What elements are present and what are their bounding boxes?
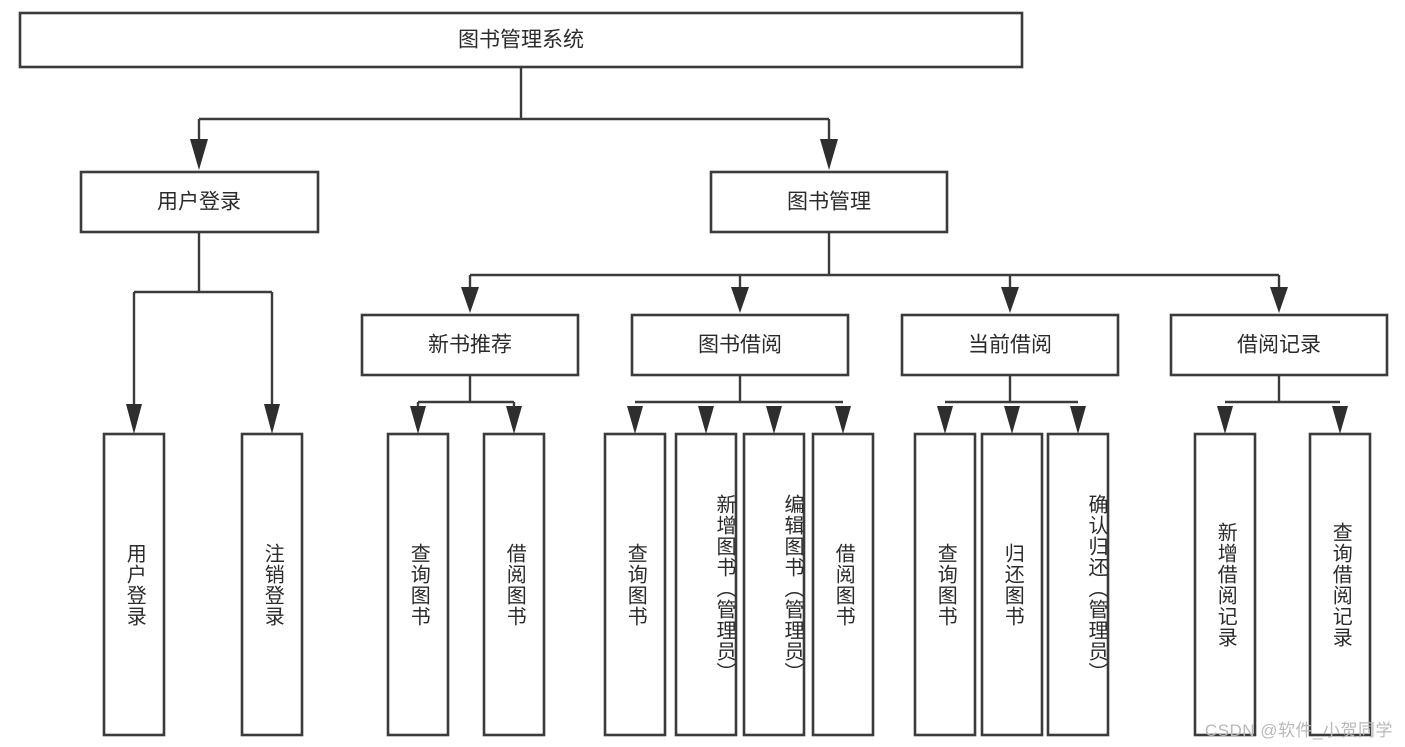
root-label: 图书管理系统 <box>458 29 584 52</box>
user-login-label: 用户登录 <box>157 191 241 214</box>
arrow-bm-to-current-borrow <box>1001 287 1019 313</box>
watermark-text: CSDN @软件_小贺同学 <box>1204 721 1393 740</box>
arrow-bm-to-new-book <box>461 287 479 313</box>
connectors-root <box>190 67 838 170</box>
leaf-box-query-book-1[interactable] <box>386 432 450 737</box>
arrow-bb-leaf-3 <box>766 406 782 434</box>
connectors-user-login <box>126 232 280 434</box>
new-book-recommend-box[interactable] <box>360 313 580 377</box>
arrow-root-to-book-manage <box>820 139 838 170</box>
leaf-box-confirm-return[interactable] <box>1046 432 1110 737</box>
arrow-nbr-leaf-2 <box>506 406 522 434</box>
node-new-book-recommend[interactable]: 新书推荐 <box>360 313 580 377</box>
arrow-cb-leaf-3 <box>1070 406 1086 434</box>
arrow-bb-leaf-1 <box>627 406 643 434</box>
root-box[interactable] <box>18 11 1024 69</box>
leaf-box-query-record[interactable] <box>1308 432 1372 737</box>
arrow-nbr-leaf-1 <box>410 406 426 434</box>
book-borrow-box[interactable] <box>630 313 850 377</box>
node-user-login[interactable]: 用户登录 <box>79 170 320 234</box>
node-book-borrow[interactable]: 图书借阅 <box>630 313 850 377</box>
borrow-record-label: 借阅记录 <box>1237 334 1321 357</box>
user-login-box[interactable] <box>79 170 320 234</box>
new-book-recommend-label: 新书推荐 <box>428 334 512 357</box>
leaf-box-query-book-3[interactable] <box>913 432 977 737</box>
arrow-br-leaf-1 <box>1217 406 1233 434</box>
current-borrow-label: 当前借阅 <box>968 334 1052 357</box>
arrow-bm-to-borrow-record <box>1270 287 1288 313</box>
leaf-boxes <box>102 432 1372 737</box>
leaf-box-edit-book[interactable] <box>742 432 806 737</box>
connectors-book-borrow <box>627 375 851 434</box>
leaf-box-logout-login[interactable] <box>240 432 304 737</box>
connectors-borrow-record <box>1217 375 1348 434</box>
leaf-box-add-record[interactable] <box>1193 432 1257 737</box>
borrow-record-box[interactable] <box>1169 313 1389 377</box>
connectors-book-manage <box>461 232 1288 313</box>
node-current-borrow[interactable]: 当前借阅 <box>900 313 1120 377</box>
book-borrow-label: 图书借阅 <box>698 334 782 357</box>
book-manage-box[interactable] <box>709 170 949 234</box>
arrow-user-login-leaf-1 <box>126 404 142 434</box>
leaf-box-borrow-book-2[interactable] <box>811 432 875 737</box>
arrow-cb-leaf-2 <box>1004 406 1020 434</box>
leaf-box-return-book[interactable] <box>980 432 1044 737</box>
connectors-new-book-recommend <box>410 375 522 434</box>
arrow-bb-leaf-2 <box>698 406 714 434</box>
arrow-root-to-user-login <box>190 139 208 170</box>
node-book-manage[interactable]: 图书管理 <box>709 170 949 234</box>
arrow-bb-leaf-4 <box>835 406 851 434</box>
node-root[interactable]: 图书管理系统 <box>18 11 1024 69</box>
leaf-box-add-book[interactable] <box>674 432 738 737</box>
arrow-br-leaf-2 <box>1332 406 1348 434</box>
connectors-current-borrow <box>937 375 1086 434</box>
arrow-user-login-leaf-2 <box>264 404 280 434</box>
node-borrow-record[interactable]: 借阅记录 <box>1169 313 1389 377</box>
leaf-box-borrow-book-1[interactable] <box>482 432 546 737</box>
arrow-bm-to-book-borrow <box>731 287 749 313</box>
leaf-box-user-login[interactable] <box>102 432 166 737</box>
arrow-cb-leaf-1 <box>937 406 953 434</box>
leaf-box-query-book-2[interactable] <box>603 432 667 737</box>
book-manage-label: 图书管理 <box>787 191 871 214</box>
current-borrow-box[interactable] <box>900 313 1120 377</box>
